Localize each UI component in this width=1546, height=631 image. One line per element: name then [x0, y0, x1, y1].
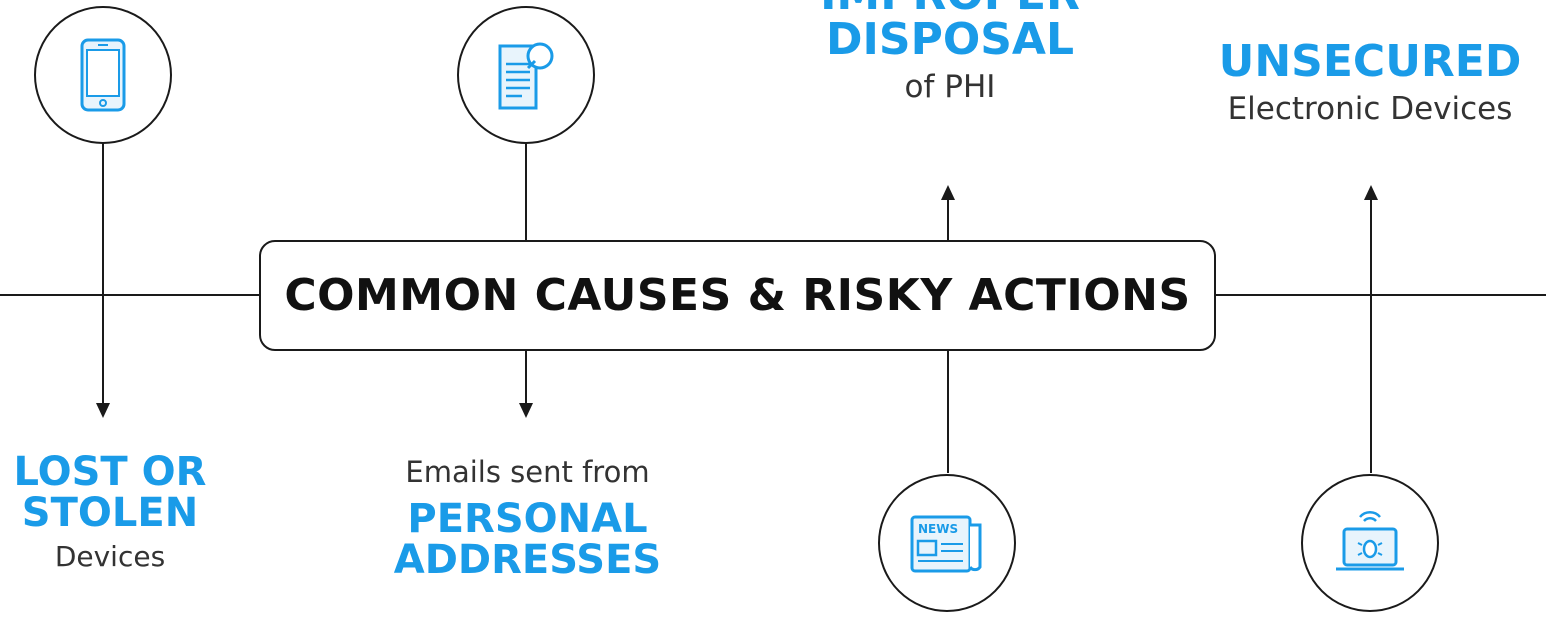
arrow-unsecured: [1364, 185, 1378, 200]
label-personal: Emails sent from Personal Addresses: [340, 455, 715, 581]
arrow-personal: [519, 403, 533, 418]
lost-stolen-heading-1: Lost or: [13, 449, 207, 495]
connector-lost-stolen: [102, 143, 104, 405]
timeline-right: [1216, 294, 1546, 296]
svg-text:NEWS: NEWS: [918, 522, 958, 536]
label-lost-stolen: Lost or Stolen Devices: [0, 452, 220, 573]
personal-pre: Emails sent from: [405, 455, 650, 489]
connector-personal: [525, 143, 527, 240]
disposal-heading-1: Improper: [800, 0, 1100, 18]
disposal-heading-2: Disposal: [825, 13, 1074, 65]
connector-unsecured: [1370, 200, 1372, 473]
disposal-sub: of PHI: [904, 68, 996, 105]
personal-heading-1: Personal: [407, 496, 648, 542]
connector-disposal-lower: [947, 351, 949, 473]
label-unsecured: Unsecured Electronic Devices: [1205, 36, 1535, 127]
timeline-left: [0, 294, 259, 296]
unsecured-heading: Unsecured: [1218, 36, 1522, 87]
document-circle: [457, 6, 595, 144]
smartphone-icon: [80, 38, 126, 112]
central-title: Common Causes & Risky Actions: [284, 270, 1191, 321]
unsecured-sub: Electronic Devices: [1227, 90, 1513, 127]
connector-personal-lower: [525, 351, 527, 403]
connector-disposal-upper: [947, 200, 949, 240]
laptop-bug-icon: [1336, 511, 1404, 571]
newspaper-icon: NEWS: [910, 515, 982, 573]
laptop-circle: [1301, 474, 1439, 612]
lost-stolen-sub: Devices: [54, 539, 166, 573]
personal-heading-2: Addresses: [393, 536, 662, 583]
arrow-lost-stolen: [96, 403, 110, 418]
central-title-box: Common Causes & Risky Actions: [259, 240, 1216, 351]
label-disposal: Improper Disposal of PHI: [800, 0, 1100, 105]
news-circle: NEWS: [878, 474, 1016, 612]
arrow-disposal: [941, 185, 955, 200]
document-search-icon: [498, 42, 554, 110]
lost-stolen-heading-2: Stolen: [21, 489, 199, 536]
phone-circle: [34, 6, 172, 144]
